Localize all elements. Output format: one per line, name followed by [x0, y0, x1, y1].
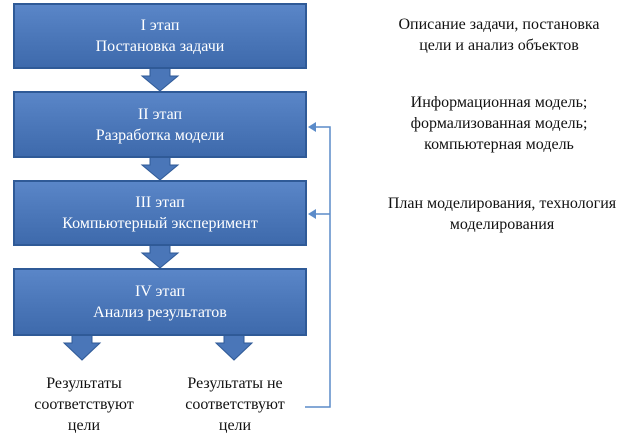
stage-4-number: IV этап [134, 283, 186, 300]
stage-3-box: III этап Компьютерный эксперимент [13, 180, 307, 246]
description-stage-3: План моделирования, технология моделиров… [387, 195, 617, 233]
feedback-line [305, 126, 331, 408]
stage-2-title: Разработка модели [95, 126, 225, 144]
result-match: Результаты соответствуют цели [34, 375, 134, 434]
down-arrow-1-2 [140, 67, 180, 92]
feedback-arrowhead-stage-2 [308, 122, 316, 132]
down-arrow-2-3 [140, 156, 180, 181]
down-arrow-result-1 [62, 334, 102, 361]
stage-2-number: II этап [137, 105, 183, 123]
stage-3-title: Компьютерный эксперимент [62, 215, 258, 232]
feedback-arrowhead-stage-3 [308, 209, 316, 219]
down-arrow-3-4 [140, 244, 180, 269]
stage-1-box: I этап Постановка задачи [13, 3, 307, 69]
stage-4-title: Анализ результатов [93, 304, 227, 321]
stage-2-box: II этап Разработка модели [13, 91, 307, 158]
stage-1-title: Постановка задачи [95, 38, 225, 55]
description-stage-2: Информационная модель; формализованная м… [410, 94, 588, 153]
description-stage-1: Описание задачи, постановка цели и анали… [398, 16, 600, 54]
result-mismatch: Результаты не соответствуют цели [185, 375, 285, 434]
stage-1-number: I этап [140, 17, 180, 34]
stage-4-box: IV этап Анализ результатов [13, 268, 307, 336]
down-arrow-result-2 [214, 334, 254, 361]
stage-3-number: III этап [135, 194, 185, 211]
